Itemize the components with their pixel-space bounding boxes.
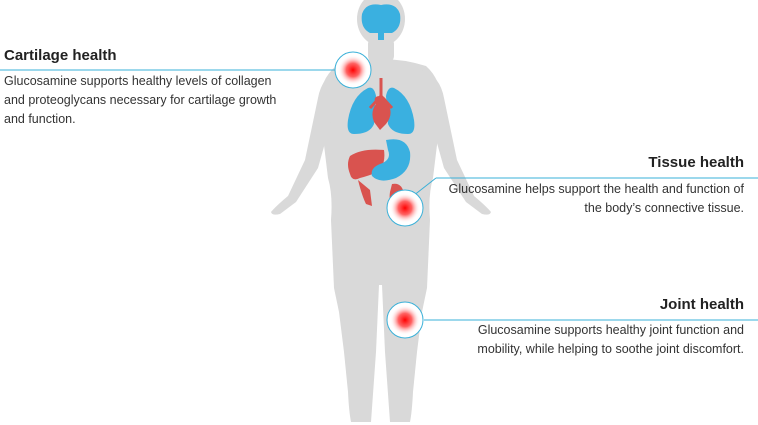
left-lung-icon: [347, 87, 376, 134]
callout-cartilage: Cartilage health Glucosamine supports he…: [4, 47, 284, 129]
heart-icon: [372, 96, 391, 130]
callout-description: Glucosamine supports healthy joint funct…: [477, 323, 744, 356]
brain-icon: [361, 4, 401, 40]
connector-lines: [0, 69, 758, 321]
hotspot-joint: [386, 301, 424, 339]
callout-description: Glucosamine helps support the health and…: [448, 182, 744, 215]
callout-joint: Joint health Glucosamine supports health…: [444, 296, 744, 359]
intestine-icon: [358, 180, 372, 206]
callout-tissue: Tissue health Glucosamine helps support …: [444, 154, 744, 218]
callout-title: Joint health: [659, 296, 744, 313]
stomach-icon: [371, 139, 411, 181]
hotspot-cartilage: [334, 51, 372, 89]
callout-description: Glucosamine supports healthy levels of c…: [4, 74, 277, 126]
callout-title: Cartilage health: [4, 47, 117, 64]
hotspot-tissue: [386, 189, 424, 227]
right-lung-icon: [386, 87, 415, 134]
callout-title: Tissue health: [648, 154, 744, 171]
